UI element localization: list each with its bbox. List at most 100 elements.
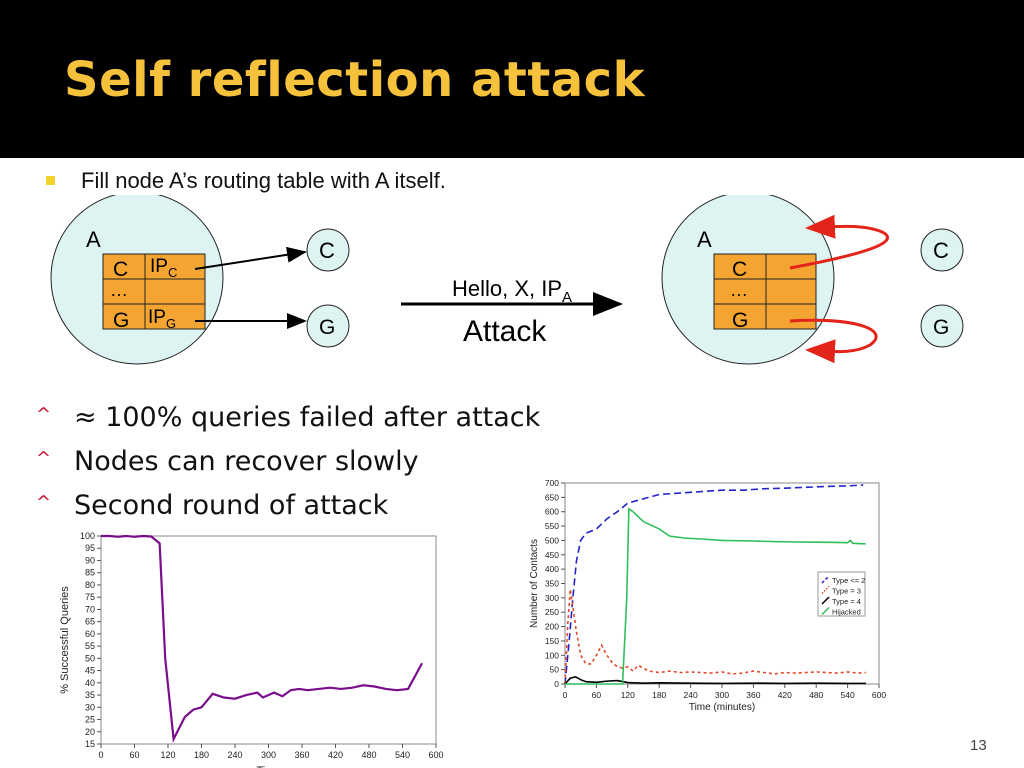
x-tick-label: 540: [841, 690, 855, 700]
series-line-1: [564, 484, 864, 685]
x-tick-label: 0: [98, 750, 103, 760]
y-tick-label: 35: [85, 690, 95, 700]
y-tick-label: 90: [85, 555, 95, 565]
y-axis-label: % Successful Queries: [59, 586, 71, 694]
x-tick-label: 420: [328, 750, 343, 760]
legend-swatch: [821, 606, 830, 616]
bullet-item: ^ Second round of attack: [36, 482, 540, 526]
y-tick-label: 70: [85, 604, 95, 614]
bullet-list: ^ ≈ 100% queries failed after attack ^ Nod…: [36, 394, 540, 526]
x-tick-label: 120: [160, 750, 175, 760]
reflect-arrow-c: [789, 214, 889, 270]
hello-message: Hello, X, IPA: [452, 276, 572, 306]
y-tick-label: 80: [85, 580, 95, 590]
x-axis-label: Time (minutes): [689, 702, 755, 713]
legend-swatch: [821, 596, 830, 605]
peer-g-left-label: G: [319, 316, 335, 339]
peer-g-right: [920, 304, 964, 348]
bullet-text-3: Second round of attack: [74, 490, 389, 521]
series-line-1: [101, 534, 424, 743]
caret-icon: ^: [36, 448, 52, 469]
peer-g-left: [306, 304, 350, 348]
y-tick-label: 45: [85, 666, 95, 676]
left-row-ellipsis: …: [110, 280, 128, 300]
y-tick-label: 0: [554, 679, 559, 689]
x-tick-label: 60: [592, 690, 602, 700]
top-bullet: Fill node A’s routing table with A itsel…: [46, 168, 446, 194]
y-tick-label: 600: [545, 507, 559, 517]
left-ip-g: IPG: [148, 307, 176, 331]
series-line-2: [564, 589, 866, 685]
y-tick-label: 450: [545, 550, 559, 560]
x-tick-label: 240: [684, 690, 698, 700]
y-tick-label: 500: [545, 535, 559, 545]
x-tick-label: 300: [715, 690, 729, 700]
series-line-4: [565, 507, 866, 685]
x-tick-label: 60: [129, 750, 139, 760]
y-tick-label: 50: [550, 665, 560, 675]
right-routing-table: C … G: [713, 253, 817, 332]
y-axis-label: Number of Contacts: [529, 539, 540, 628]
legend-label: Type = 4: [832, 597, 861, 606]
left-routing-table: C IPC … G IPG: [102, 253, 206, 332]
top-bullet-text: Fill node A’s routing table with A itsel…: [81, 168, 446, 193]
right-row-g: G: [732, 309, 748, 332]
right-node-label: A: [697, 227, 712, 252]
y-tick-label: 150: [545, 636, 559, 646]
y-tick-label: 15: [85, 739, 95, 749]
y-tick-label: 400: [545, 564, 559, 574]
y-tick-label: 100: [80, 531, 95, 541]
bullet-item: ^ ≈ 100% queries failed after attack: [36, 394, 540, 438]
left-arrow-to-c: [194, 246, 307, 270]
y-tick-label: 350: [545, 579, 559, 589]
x-tick-label: 540: [395, 750, 410, 760]
y-tick-label: 50: [85, 653, 95, 663]
y-tick-label: 250: [545, 607, 559, 617]
peer-c-right-label: C: [933, 238, 949, 263]
right-row-c: C: [732, 258, 747, 281]
peer-c-right: [920, 228, 964, 272]
x-tick-label: 300: [261, 750, 276, 760]
x-tick-label: 600: [428, 750, 443, 760]
series-line-3: [564, 675, 866, 685]
bullet-square-icon: [46, 176, 55, 185]
caret-icon: ^: [36, 404, 52, 425]
legend-label: Hijacked: [832, 608, 861, 617]
peer-g-right-label: G: [933, 316, 949, 339]
bullet-text-2: Nodes can recover slowly: [74, 446, 419, 477]
x-tick-label: 600: [872, 690, 886, 700]
page-number: 13: [970, 737, 987, 754]
attack-diagram: A C IPC … G IPG C G Hello, X, IPA Attack…: [50, 195, 964, 365]
x-tick-label: 360: [746, 690, 760, 700]
right-row-ellipsis: …: [730, 280, 748, 300]
y-tick-label: 700: [545, 478, 559, 488]
y-tick-label: 40: [85, 678, 95, 688]
x-tick-label: 180: [194, 750, 209, 760]
x-tick-label: 0: [563, 690, 568, 700]
attack-label: Attack: [463, 315, 547, 348]
y-tick-label: 55: [85, 641, 95, 651]
y-tick-label: 30: [85, 702, 95, 712]
y-tick-label: 25: [85, 715, 95, 725]
bullet-text-1: ≈ 100% queries failed after attack: [74, 402, 541, 433]
legend-swatch: [821, 575, 830, 584]
y-tick-label: 75: [85, 592, 95, 602]
left-row-c: C: [113, 258, 128, 281]
y-tick-label: 20: [85, 727, 95, 737]
x-tick-label: 420: [778, 690, 792, 700]
y-tick-label: 85: [85, 568, 95, 578]
y-tick-label: 300: [545, 593, 559, 603]
y-tick-label: 200: [545, 622, 559, 632]
left-row-g: G: [113, 309, 129, 332]
legend-label: Type = 3: [832, 587, 861, 596]
x-tick-label: 120: [621, 690, 635, 700]
plot-area: [100, 535, 437, 745]
slide-title: Self reflection attack: [64, 52, 646, 108]
y-tick-label: 60: [85, 629, 95, 639]
y-tick-label: 65: [85, 617, 95, 627]
caret-icon: ^: [36, 492, 52, 513]
legend-label: Type <= 2: [832, 576, 865, 585]
x-tick-label: 360: [294, 750, 309, 760]
y-tick-label: 650: [545, 492, 559, 502]
